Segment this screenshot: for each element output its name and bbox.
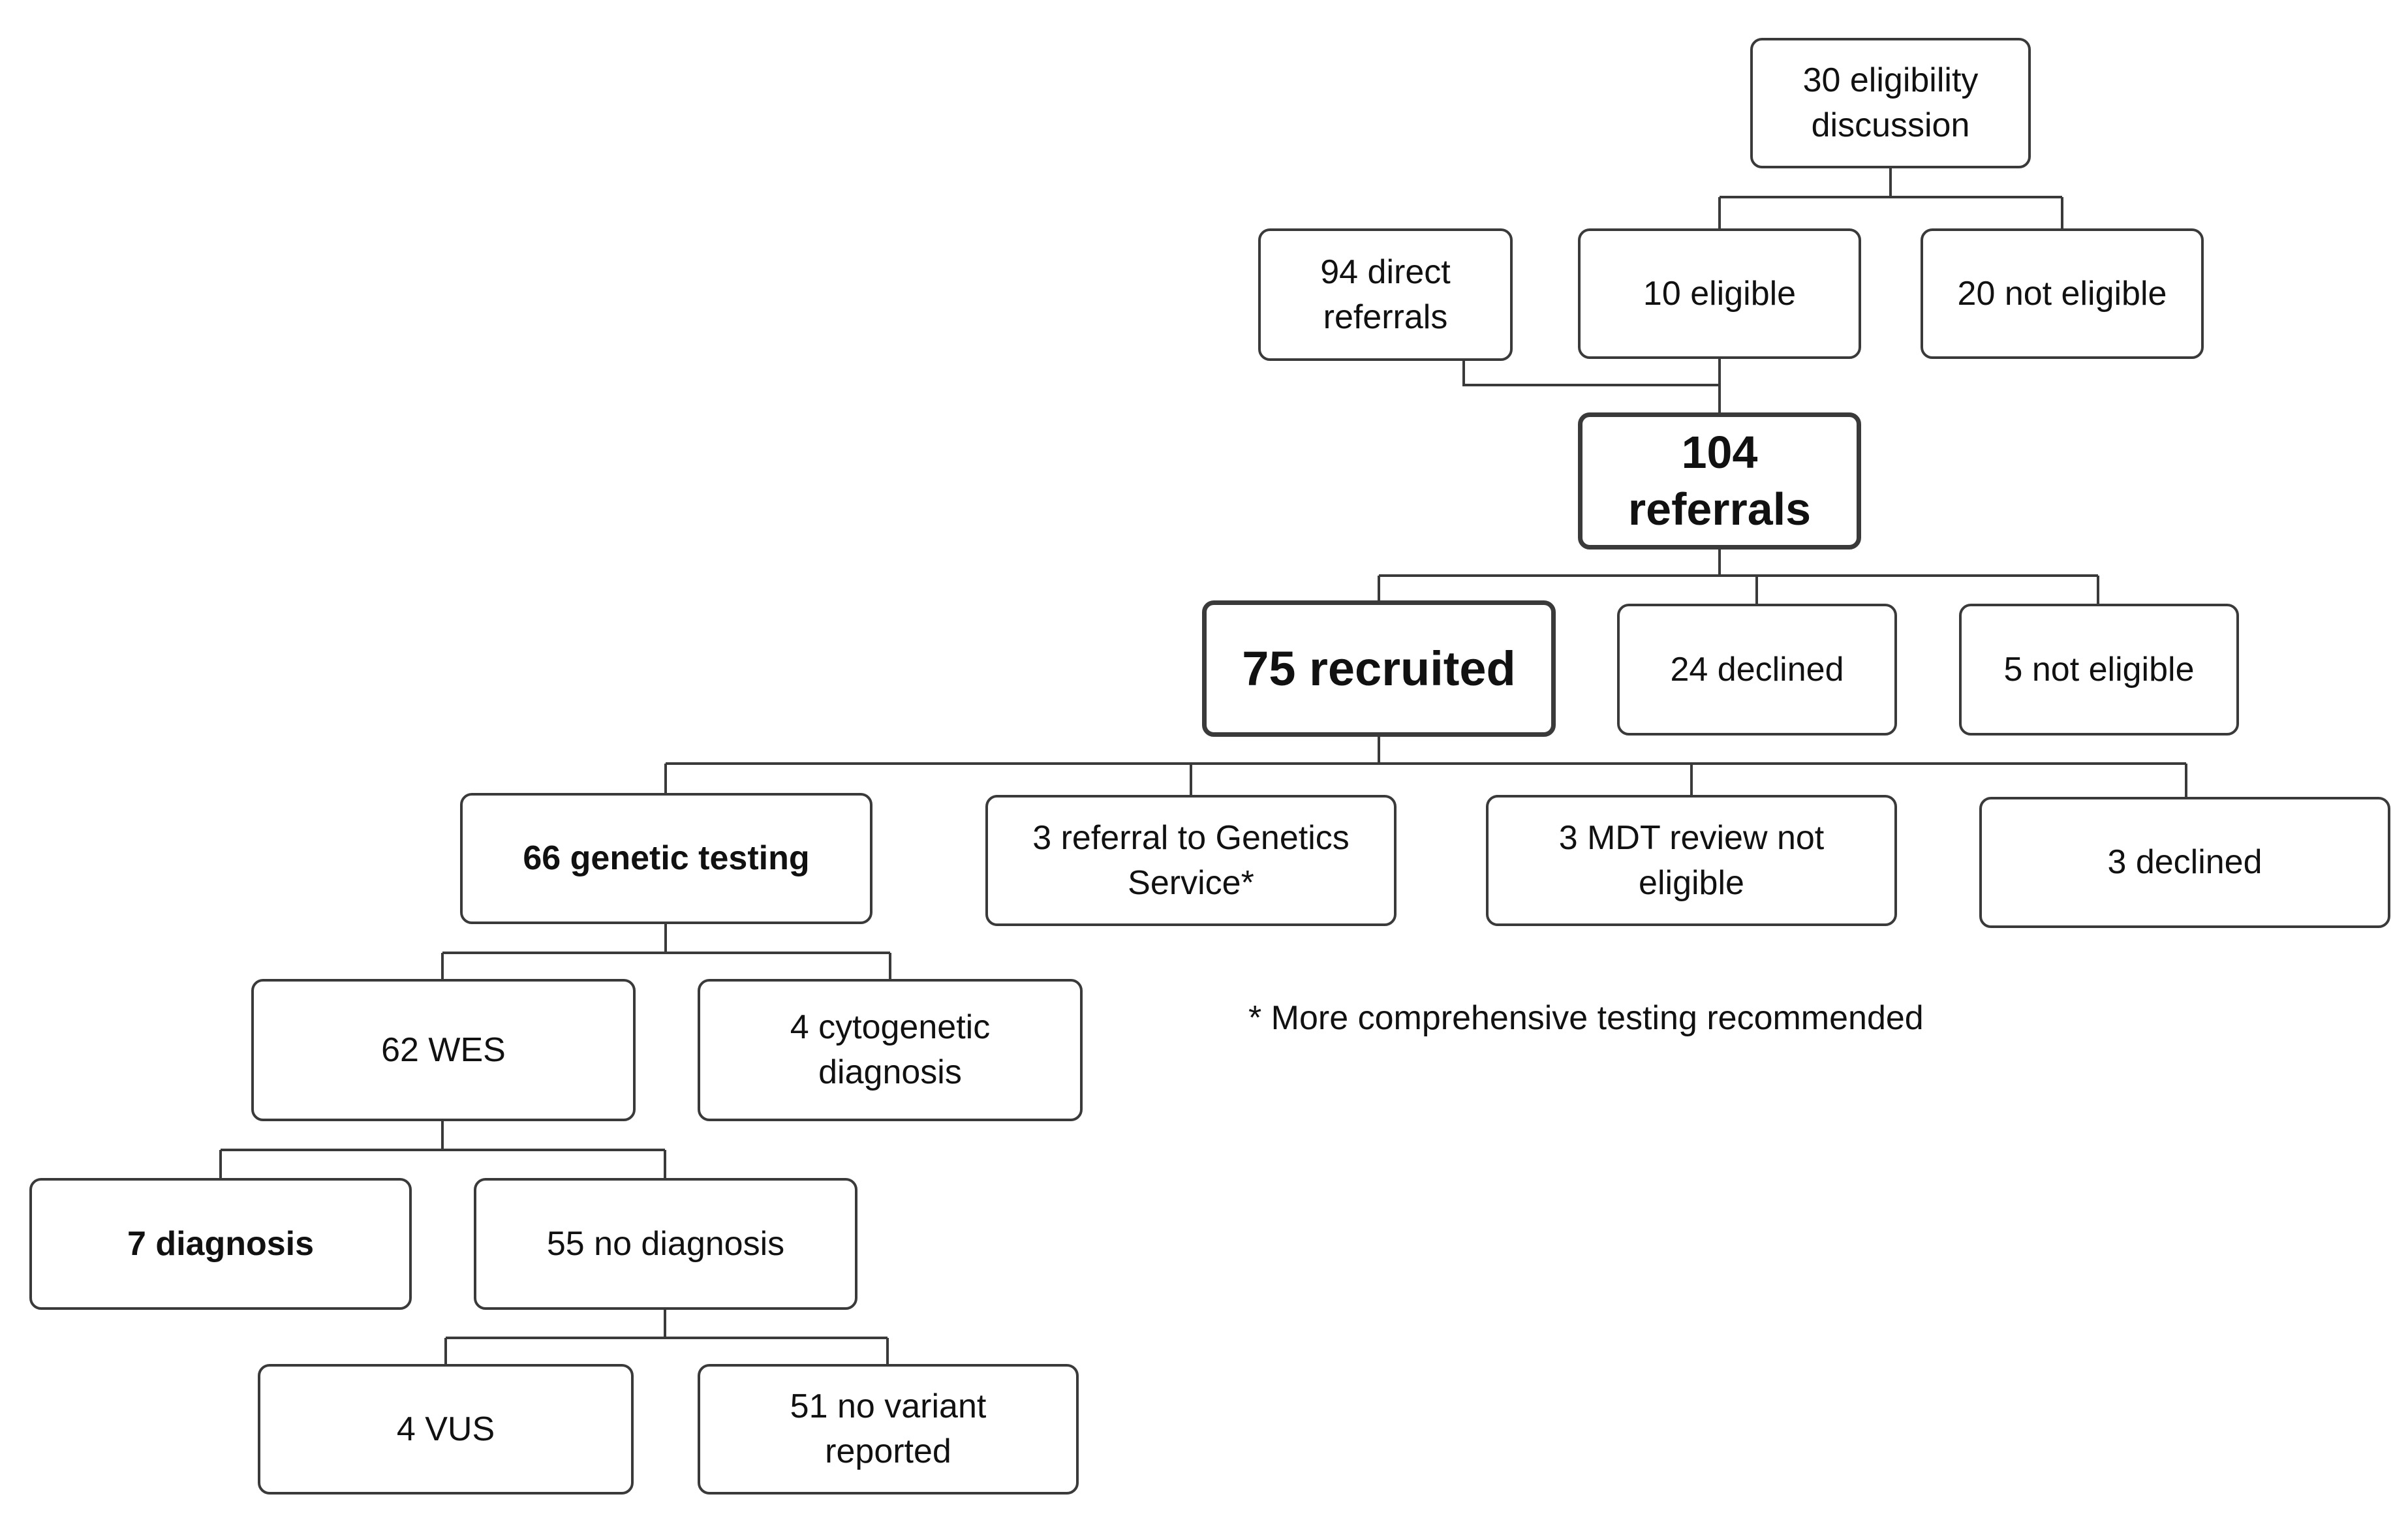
direct-referrals-box: 94 direct referrals <box>1258 228 1513 361</box>
declined-3-box: 3 declined <box>1979 797 2390 928</box>
no-variant-box: 51 no variant reported <box>698 1364 1079 1495</box>
mdt-review-box: 3 MDT review not eligible <box>1486 795 1897 926</box>
eligibility-discussion-box: 30 eligibility discussion <box>1750 38 2031 168</box>
genetic-testing-box: 66 genetic testing <box>460 793 872 924</box>
vus-box: 4 VUS <box>258 1364 634 1495</box>
not-eligible-5-box: 5 not eligible <box>1959 604 2239 736</box>
declined-24-box: 24 declined <box>1617 604 1897 736</box>
referral-genetics-box: 3 referral to Genetics Service* <box>985 795 1397 926</box>
not-eligible-20-box: 20 not eligible <box>1921 228 2204 359</box>
diagnosis-box: 7 diagnosis <box>29 1178 412 1310</box>
cytogenetic-box: 4 cytogenetic diagnosis <box>698 979 1083 1121</box>
connector-direct-referrals <box>1462 361 1720 386</box>
recruited-box: 75 recruited <box>1202 600 1556 737</box>
footnote-text: * More comprehensive testing recommended <box>1248 999 1924 1037</box>
no-diagnosis-box: 55 no diagnosis <box>474 1178 857 1310</box>
total-referrals-box: 104 referrals <box>1578 412 1861 550</box>
wes-box: 62 WES <box>251 979 636 1121</box>
eligible-box: 10 eligible <box>1578 228 1861 359</box>
